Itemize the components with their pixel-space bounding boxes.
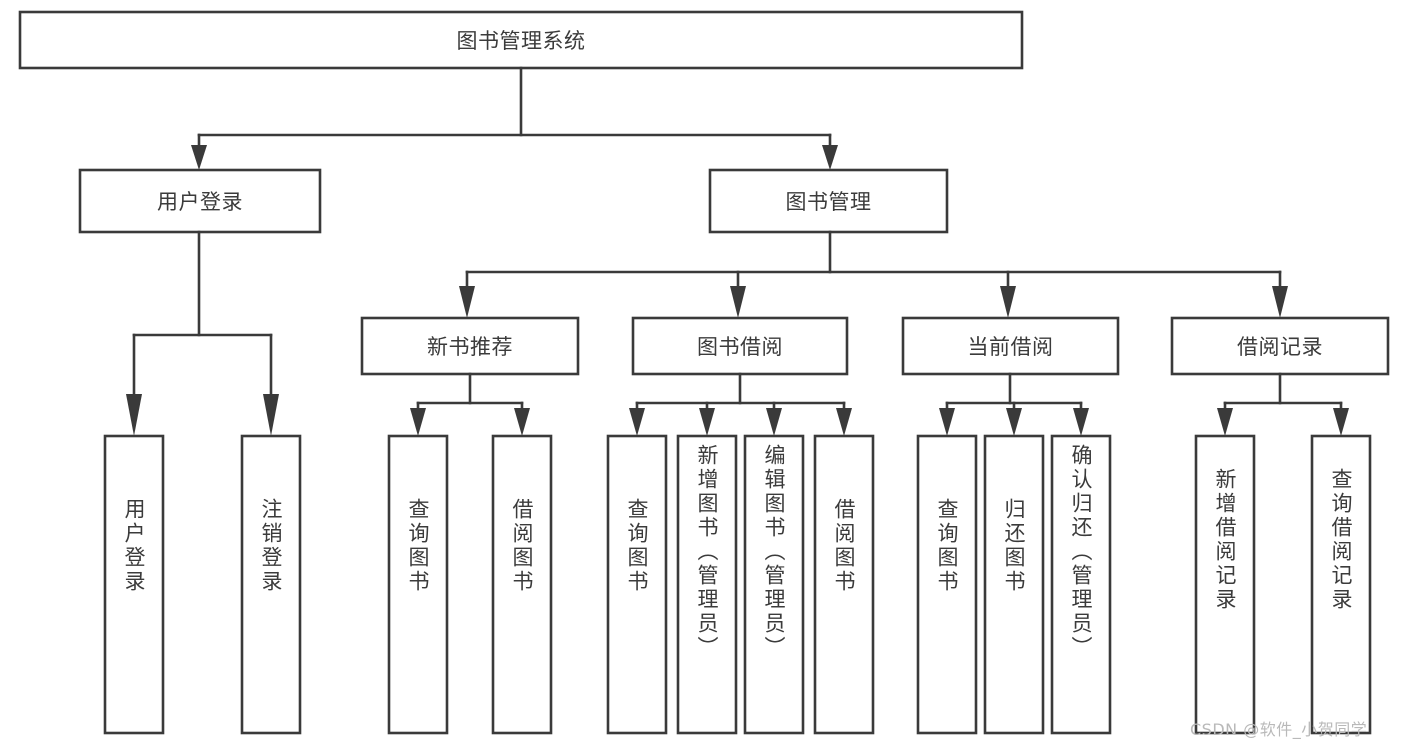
arrow-level1-left-icon xyxy=(191,145,207,170)
arrow-borrow-leaf-1-icon xyxy=(629,408,645,436)
watermark-text: CSDN @软件_小贺同学 xyxy=(1190,720,1368,739)
arrow-borrow-leaf-4-icon xyxy=(836,408,852,436)
node-leaf-record-add-box[interactable] xyxy=(1194,434,1256,735)
arrow-record-leaf-2-icon xyxy=(1333,408,1349,436)
arrow-level2-3-icon xyxy=(1000,286,1016,318)
arrow-record-leaf-1-icon xyxy=(1217,408,1233,436)
node-new-book-recommend-box[interactable] xyxy=(360,316,580,376)
arrow-recommend-leaf-2-icon xyxy=(514,408,530,436)
node-leaf-borrow-query-box[interactable] xyxy=(606,434,668,735)
arrow-user-login-leaf-2-icon xyxy=(263,394,279,436)
arrow-level1-right-icon xyxy=(822,145,838,170)
arrow-level2-4-icon xyxy=(1272,286,1288,318)
node-borrow-record-box[interactable] xyxy=(1170,316,1390,376)
node-leaf-current-return-box[interactable] xyxy=(983,434,1045,735)
node-book-manage-box[interactable] xyxy=(708,168,949,234)
arrow-level2-1-icon xyxy=(459,286,475,318)
arrow-borrow-leaf-2-icon xyxy=(699,408,715,436)
node-root-box[interactable] xyxy=(18,10,1024,70)
node-leaf-record-query-box[interactable] xyxy=(1310,434,1372,735)
node-current-borrow-box[interactable] xyxy=(901,316,1120,376)
arrow-recommend-leaf-1-icon xyxy=(410,408,426,436)
arrow-borrow-leaf-3-icon xyxy=(766,408,782,436)
node-leaf-recommend-query-box[interactable] xyxy=(387,434,449,735)
arrow-level2-2-icon xyxy=(730,286,746,318)
node-leaf-borrow-add-box[interactable] xyxy=(676,434,738,735)
node-book-borrow-box[interactable] xyxy=(631,316,849,376)
node-leaf-borrow-edit-box[interactable] xyxy=(743,434,805,735)
node-leaf-borrow-lend-box[interactable] xyxy=(813,434,875,735)
arrow-current-leaf-1-icon xyxy=(939,408,955,436)
node-leaf-current-query-box[interactable] xyxy=(916,434,978,735)
node-leaf-user-logout-box[interactable] xyxy=(240,434,302,735)
arrow-current-leaf-2-icon xyxy=(1006,408,1022,436)
node-user-login-box[interactable] xyxy=(78,168,322,234)
node-leaf-current-confirm-box[interactable] xyxy=(1050,434,1112,735)
node-leaf-user-login-box[interactable] xyxy=(103,434,165,735)
arrow-user-login-leaf-1-icon xyxy=(126,394,142,436)
node-leaf-recommend-borrow-box[interactable] xyxy=(491,434,553,735)
arrow-current-leaf-3-icon xyxy=(1073,408,1089,436)
